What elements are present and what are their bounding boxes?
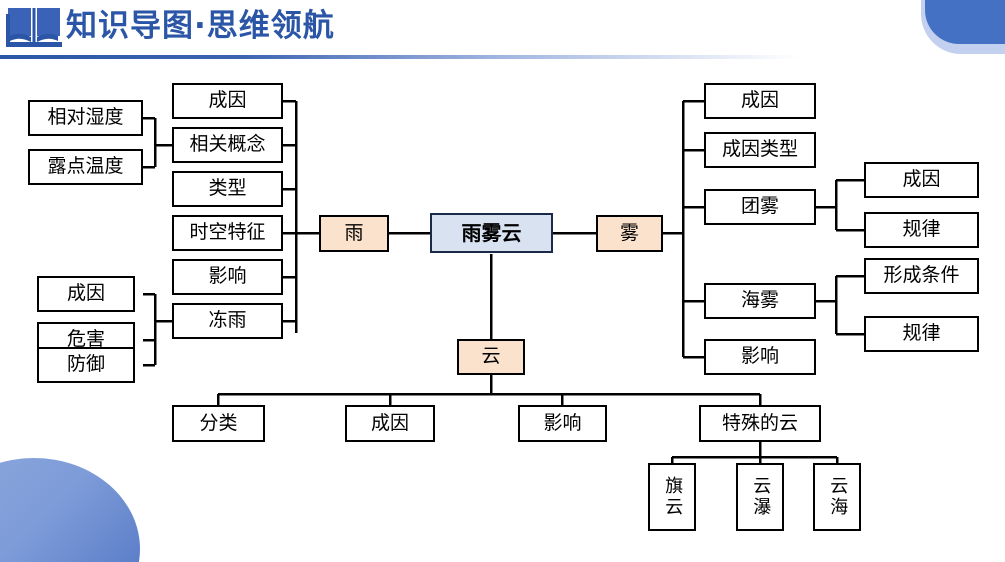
header-divider [0,55,800,59]
node-relative-humidity[interactable]: 相对湿度 [28,100,143,136]
node-fog-impact[interactable]: 影响 [704,339,816,375]
node-rain-freezing-rain[interactable]: 冻雨 [172,303,283,339]
node-freezing-rain-cause[interactable]: 成因 [37,276,135,312]
node-label: 海雾 [740,289,779,312]
node-branch-fog[interactable]: 雾 [596,215,663,252]
node-label: 成因 [208,89,247,112]
page-title: 知识导图·思维领航 [66,8,335,44]
node-label: 雨雾云 [461,220,522,245]
node-label: 成因 [66,282,105,305]
node-special-cloud-sea-of-clouds[interactable]: 云海 [813,463,861,531]
node-fog-sea-fog[interactable]: 海雾 [704,283,816,319]
node-label: 规律 [902,322,941,345]
node-special-cloud-cloud-waterfall[interactable]: 云瀑 [736,463,784,531]
node-label: 危害 [66,328,105,351]
node-label: 防御 [66,353,105,376]
node-label: 影响 [208,265,247,288]
node-label: 团雾 [740,195,779,218]
node-label: 影响 [543,411,582,434]
node-label: 成因 [902,168,941,191]
node-label: 成因 [370,411,409,434]
node-label: 成因类型 [721,138,798,161]
node-rain-types[interactable]: 类型 [172,171,283,207]
node-label: 影响 [740,345,779,368]
node-branch-cloud[interactable]: 云 [457,339,525,375]
node-label: 时空特征 [189,221,266,244]
node-fog-cause-types[interactable]: 成因类型 [704,132,816,168]
node-label: 云瀑 [750,476,772,518]
node-sea-fog-pattern[interactable]: 规律 [864,316,979,352]
node-label: 特殊的云 [721,411,798,434]
node-branch-rain[interactable]: 雨 [319,215,389,252]
node-rain-related-concepts[interactable]: 相关概念 [172,127,283,163]
node-label: 冻雨 [208,309,247,332]
node-label: 类型 [208,177,247,200]
node-cloud-impact[interactable]: 影响 [518,405,607,442]
node-label: 成因 [740,89,779,112]
node-cloud-special[interactable]: 特殊的云 [699,405,821,442]
open-book-icon [4,6,64,50]
node-label: 形成条件 [883,264,960,287]
node-label: 雨 [344,221,364,244]
decoration-top-right-inner [925,0,1005,44]
node-dew-point-temperature[interactable]: 露点温度 [28,149,143,185]
node-patch-fog-cause[interactable]: 成因 [864,162,979,198]
node-fog-patch-fog[interactable]: 团雾 [704,189,816,225]
node-freezing-rain-defense[interactable]: 防御 [37,347,135,383]
node-cloud-classification[interactable]: 分类 [172,405,265,442]
node-rain-spatiotemporal[interactable]: 时空特征 [172,215,283,251]
node-rain-cause[interactable]: 成因 [172,83,283,119]
node-label: 云 [481,345,501,368]
node-label: 露点温度 [47,155,124,178]
node-root[interactable]: 雨雾云 [430,213,553,253]
node-label: 相关概念 [189,133,266,156]
node-label: 云海 [827,476,849,518]
decoration-bottom-left-circle [0,458,140,562]
node-patch-fog-pattern[interactable]: 规律 [864,212,979,248]
node-sea-fog-formation-conditions[interactable]: 形成条件 [864,258,979,294]
node-label: 雾 [619,221,639,244]
node-special-cloud-banner-cloud[interactable]: 旗云 [648,463,696,531]
page-header: 知识导图·思维领航 [0,0,1005,62]
node-cloud-cause[interactable]: 成因 [345,405,435,442]
node-label: 旗云 [662,476,684,518]
node-label: 分类 [199,411,238,434]
node-label: 相对湿度 [47,106,124,129]
node-fog-cause[interactable]: 成因 [704,83,816,119]
node-label: 规律 [902,218,941,241]
node-rain-impact[interactable]: 影响 [172,259,283,295]
